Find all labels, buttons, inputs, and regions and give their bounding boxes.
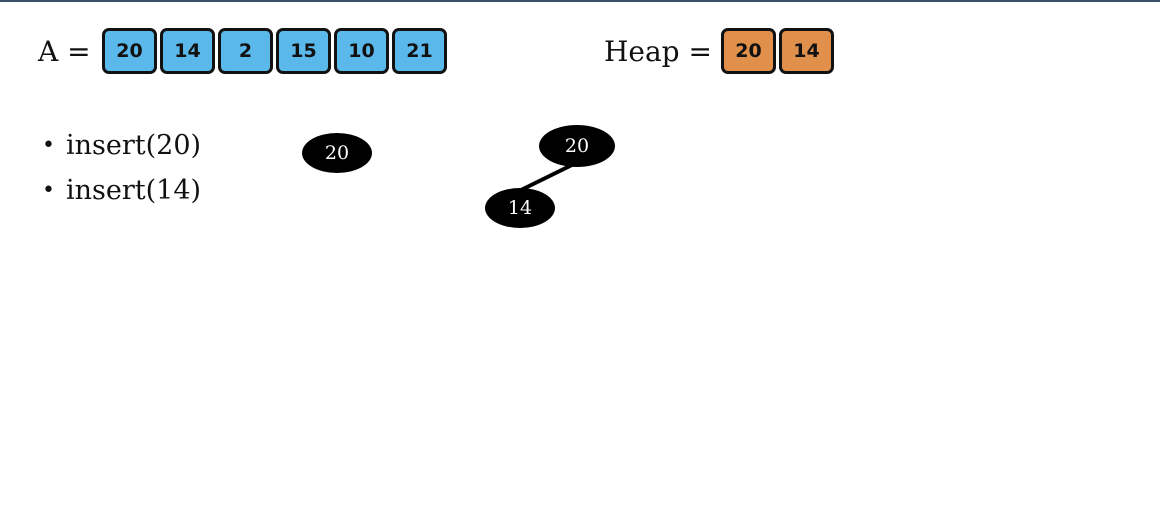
top-rule — [0, 0, 1160, 2]
heap-label: Heap = — [604, 35, 712, 68]
tree-node: 20 — [539, 125, 615, 167]
step-text: insert(14) — [66, 175, 202, 206]
heap-cell: 14 — [779, 28, 834, 74]
heap-cell: 20 — [721, 28, 776, 74]
array-label: A = — [38, 35, 91, 68]
array-cell: 10 — [334, 28, 389, 74]
array-cell: 21 — [392, 28, 447, 74]
bullet-icon: • — [42, 178, 55, 203]
tree-node: 20 — [302, 133, 372, 173]
heap-array: 20 14 — [721, 28, 834, 74]
step-text: insert(20) — [66, 130, 202, 161]
step-item: • insert(14) — [42, 173, 201, 218]
tree-node: 14 — [485, 188, 555, 228]
array-cell: 20 — [102, 28, 157, 74]
step-list: • insert(20) • insert(14) — [42, 128, 201, 218]
array-cell: 14 — [160, 28, 215, 74]
tree-edge — [520, 161, 577, 192]
array-a: 20 14 2 15 10 21 — [102, 28, 447, 74]
array-cell: 15 — [276, 28, 331, 74]
step-item: • insert(20) — [42, 128, 201, 173]
bullet-icon: • — [42, 133, 55, 158]
array-cell: 2 — [218, 28, 273, 74]
